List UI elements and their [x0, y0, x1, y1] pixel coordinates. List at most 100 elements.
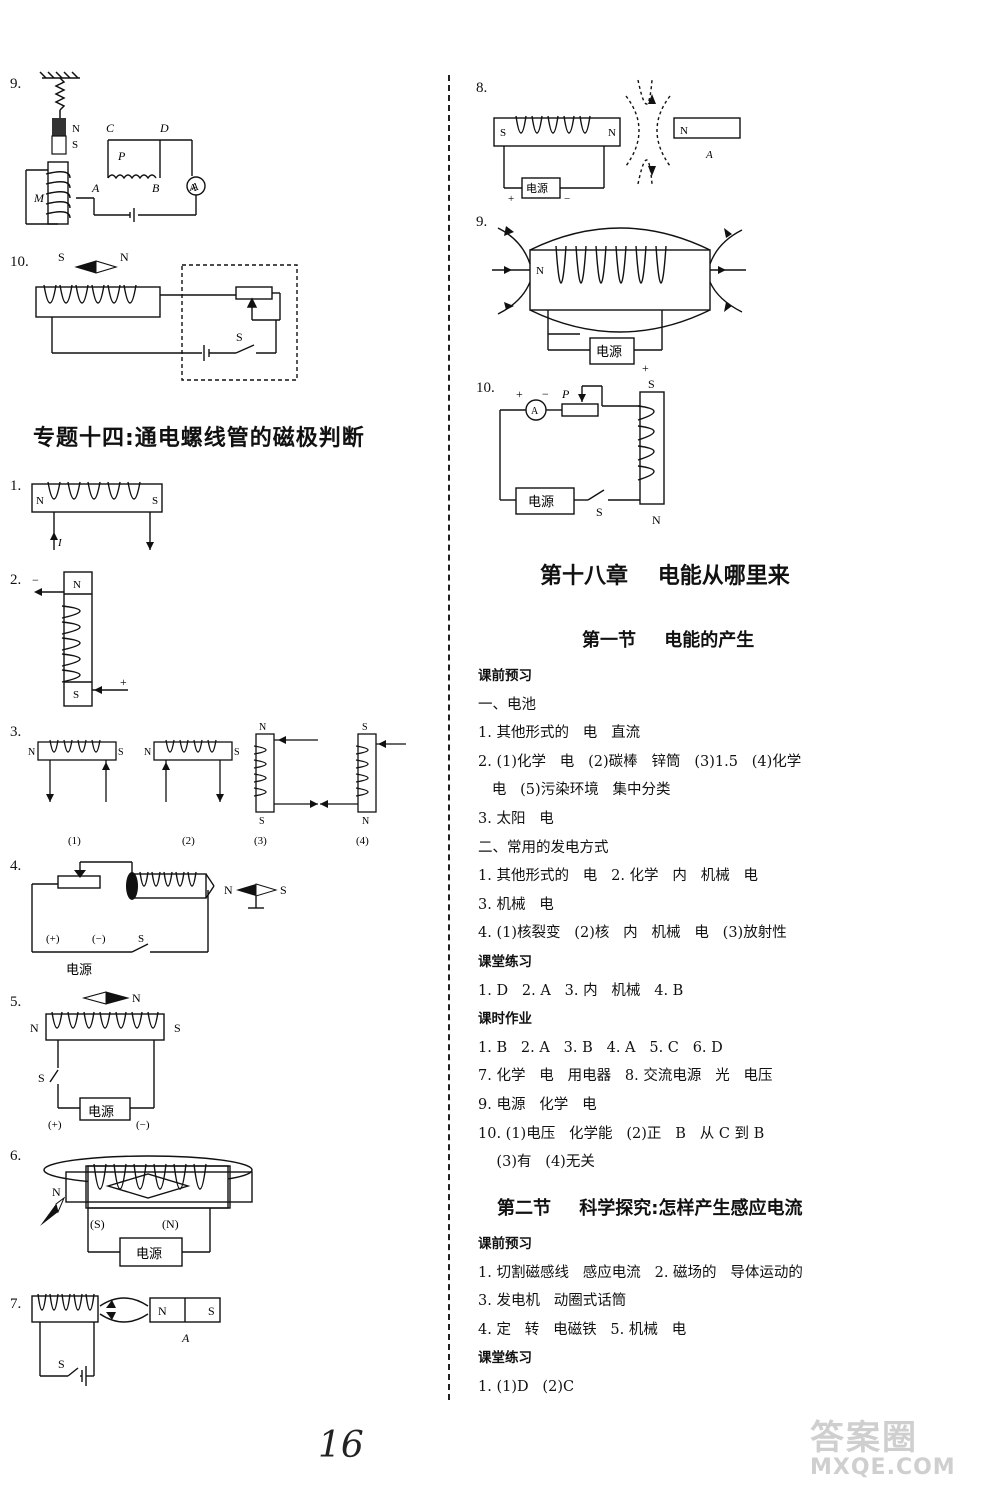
svg-text:S: S [152, 495, 158, 507]
svg-text:(3): (3) [254, 835, 267, 847]
svg-text:电源: 电源 [88, 1104, 114, 1119]
figure-number: 10. [10, 254, 29, 270]
svg-text:D: D [159, 121, 169, 135]
svg-text:P: P [561, 387, 570, 401]
svg-text:A: A [191, 181, 199, 193]
svg-text:S: S [118, 747, 124, 758]
svg-text:(2): (2) [182, 835, 195, 847]
svg-text:S: S [500, 127, 506, 139]
answer-line: 1. D 2. A 3. 内 机械 4. B [478, 982, 684, 999]
svg-text:N: N [36, 495, 44, 507]
solenoid-figure-2: N S − + [32, 571, 128, 707]
figure-number: 5. [10, 994, 22, 1010]
svg-text:S: S [174, 1021, 181, 1035]
figure-number: 9. [476, 214, 488, 230]
svg-text:N: N [132, 991, 141, 1005]
svg-text:N: N [28, 747, 35, 758]
svg-text:−: − [542, 387, 549, 401]
svg-text:M: M [33, 191, 45, 205]
answer-heading: 课时作业 [478, 1011, 532, 1028]
answer-line: 1. 其他形式的 电 2. 化学 内 机械 电 [478, 868, 759, 885]
svg-text:电源: 电源 [136, 1246, 162, 1261]
svg-text:N: N [144, 747, 151, 758]
answer-heading: 课前预习 [478, 668, 532, 684]
svg-text:S: S [72, 139, 78, 151]
svg-text:N: N [680, 125, 688, 137]
figure-number: 3. [10, 724, 22, 740]
circuit-figure-10: S N S [35, 250, 298, 381]
answer-line: (3)有 (4)无关 [478, 1154, 595, 1171]
solenoid-figure-6: N (S) (N) 电源 [40, 1155, 253, 1267]
svg-text:I: I [57, 537, 63, 549]
svg-text:S: S [208, 1304, 215, 1318]
svg-text:+: + [120, 675, 127, 689]
svg-text:(+): (+) [46, 933, 60, 945]
svg-text:C: C [106, 121, 115, 135]
solenoid-figure-5: N N S S (+) (−) 电源 [30, 991, 181, 1131]
svg-text:A: A [91, 181, 100, 195]
figure-number: 8. [476, 80, 488, 96]
answer-line: 3. 发电机 动圈式话筒 [478, 1293, 627, 1310]
svg-text:+: + [642, 361, 649, 372]
answer-heading: 课前预习 [478, 1236, 532, 1252]
answer-line: 2. (1)化学 电 (2)碳棒 锌筒 (3)1.5 (4)化学 [478, 753, 802, 770]
svg-text:N: N [652, 513, 661, 526]
section-2-answers: 课前预习 1. 切割磁感线 感应电流 2. 磁场的 导体运动的 3. 发电机 动圈式… [478, 1230, 908, 1402]
svg-text:S: S [138, 933, 144, 945]
svg-text:S: S [362, 722, 368, 733]
solenoid-figure-10-right: + − P A S S N 电源 [499, 377, 665, 526]
svg-text:(+): (+) [48, 1119, 62, 1131]
answer-line: 1. 切割磁感线 感应电流 2. 磁场的 导体运动的 [478, 1264, 803, 1281]
svg-text:N: N [30, 1021, 39, 1035]
watermark-logo: 答案圈 MXQE.COM [810, 1418, 956, 1480]
svg-text:电源: 电源 [526, 181, 548, 195]
svg-text:N: N [536, 265, 544, 277]
svg-text:S: S [234, 747, 240, 758]
answer-line: 3. 太阳 电 [478, 810, 554, 827]
answer-line: 1. B 2. A 3. B 4. A 5. C 6. D [478, 1039, 723, 1056]
answer-line: 10. (1)电压 化学能 (2)正 B 从 C 到 B [478, 1125, 765, 1142]
answer-line: 1. (1)D (2)C [478, 1378, 575, 1395]
answer-heading: 课堂练习 [478, 953, 532, 970]
solenoid-field-figure-9: N + 电源 [492, 226, 746, 372]
section-1-title: 第一节 电能的产生 [582, 630, 755, 651]
svg-text:A: A [189, 182, 197, 194]
svg-text:(N): (N) [162, 1217, 179, 1231]
chapter-title: 第十八章 电能从哪里来 [540, 563, 790, 589]
svg-text:电源: 电源 [528, 494, 554, 509]
svg-text:(4): (4) [356, 835, 369, 847]
svg-text:N: N [608, 127, 616, 139]
answer-line: 1. 其他形式的 电 直流 [478, 725, 641, 742]
svg-text:S: S [259, 816, 265, 827]
svg-text:N: N [362, 816, 369, 827]
answer-line: 电 (5)污染环境 集中分类 [478, 782, 671, 799]
figure-number: 6. [10, 1148, 22, 1164]
svg-text:(−): (−) [92, 933, 106, 945]
svg-text:N: N [120, 250, 129, 264]
page-number: 16 [318, 1425, 364, 1466]
column-divider [448, 75, 450, 1400]
svg-text:S: S [596, 505, 603, 519]
answer-line: 3. 机械 电 [478, 896, 554, 913]
svg-text:N: N [224, 883, 233, 897]
figure-number: 1. [10, 478, 22, 494]
solenoid-figure-3: N S N S N S S N (1) (2) (3) (4) [28, 722, 406, 847]
svg-text:N: N [73, 579, 81, 591]
svg-text:N: N [52, 1185, 61, 1199]
solenoid-figure-7: N S A S [31, 1293, 221, 1386]
svg-text:−: − [32, 573, 39, 587]
svg-text:S: S [236, 330, 243, 344]
answer-line: 4. (1)核裂变 (2)核 内 机械 电 (3)放射性 [478, 925, 787, 942]
figure-number: 9. [10, 76, 22, 92]
svg-text:电源: 电源 [596, 344, 622, 359]
svg-text:A: A [705, 149, 713, 161]
svg-text:A: A [531, 406, 539, 417]
answer-line: 7. 化学 电 用电器 8. 交流电源 光 电压 [478, 1068, 773, 1085]
svg-text:N: N [158, 1304, 167, 1318]
svg-text:S: S [648, 377, 655, 391]
svg-text:S: S [58, 1357, 65, 1371]
svg-text:−: − [564, 193, 570, 205]
section-title: 专题十四:通电螺线管的磁极判断 [33, 426, 365, 451]
